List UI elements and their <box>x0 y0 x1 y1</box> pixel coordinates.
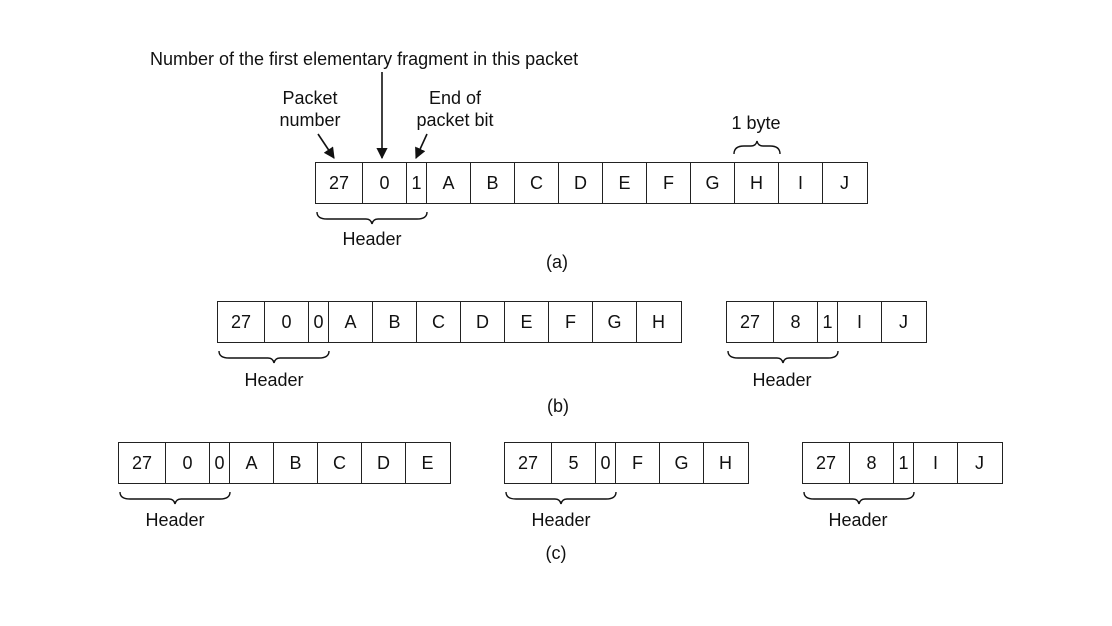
header-braces <box>119 211 915 505</box>
fragment-cell: F <box>646 163 690 203</box>
fragment-cell: A <box>426 163 470 203</box>
fragment-cell: H <box>636 302 680 342</box>
fragment-cell: J <box>822 163 866 203</box>
end-bit-cell: 0 <box>209 443 229 483</box>
header-brace-c2 <box>505 491 617 505</box>
fragment-cell: I <box>778 163 822 203</box>
fragment-cell: E <box>405 443 449 483</box>
header-label-c3: Header <box>828 510 888 530</box>
fragment-cell: H <box>703 443 747 483</box>
packet-number-cell: 27 <box>230 311 252 332</box>
packet-number-label-line2: number <box>279 110 341 130</box>
fragment-cell: B <box>372 302 416 342</box>
part-label-b: (b) <box>547 396 569 416</box>
fragment-cell: E <box>602 163 646 203</box>
part-label-c: (c) <box>545 543 567 563</box>
header-label-b2: Header <box>752 370 812 390</box>
packet-number-cell: 27 <box>815 452 837 473</box>
end-bit-cell: 1 <box>893 443 913 483</box>
one-byte-brace <box>733 140 781 155</box>
end-bit-cell: 0 <box>595 443 615 483</box>
fragment-cell: F <box>548 302 592 342</box>
fragment-cell: H <box>734 163 778 203</box>
fragment-cell: F <box>615 443 659 483</box>
end-bit-label: End of packet bit <box>416 87 493 131</box>
fragment-cell: I <box>913 443 957 483</box>
packet-number-cell: 27 <box>131 452 153 473</box>
fragment-cell: G <box>659 443 703 483</box>
packet-number-label-line1: Packet <box>282 88 338 108</box>
fragment-cell: B <box>470 163 514 203</box>
fragment-cell: B <box>273 443 317 483</box>
fragment-cell: C <box>416 302 460 342</box>
packet-number-label: Packet number <box>279 87 340 131</box>
fragment-number-cell: 8 <box>773 302 817 342</box>
fragment-number-cell: 8 <box>849 443 893 483</box>
fragment-cell: C <box>317 443 361 483</box>
header-label-a: Header <box>342 229 402 249</box>
fragment-cell: J <box>881 302 925 342</box>
header-brace-c1 <box>119 491 231 505</box>
packet-number-arrow <box>317 133 335 159</box>
header-label-c1: Header <box>145 510 205 530</box>
end-bit-cell: 1 <box>406 163 426 203</box>
part-label-a: (a) <box>546 252 568 272</box>
fragment-number-cell: 0 <box>165 443 209 483</box>
fragment-cell: D <box>558 163 602 203</box>
fragment-cell: D <box>361 443 405 483</box>
header-brace-a <box>316 211 428 225</box>
header-label-c2: Header <box>531 510 591 530</box>
one-byte-label: 1 byte <box>731 113 781 133</box>
end-bit-label-line1: End of <box>428 88 482 108</box>
first-fragment-label: Number of the first elementary fragment … <box>150 49 579 69</box>
fragment-cell: E <box>504 302 548 342</box>
end-bit-cell: 0 <box>308 302 328 342</box>
header-brace-b1 <box>218 350 330 364</box>
header-brace-c3 <box>803 491 915 505</box>
header-label-b1: Header <box>244 370 304 390</box>
end-bit-cell: 1 <box>817 302 837 342</box>
packet-number-cell: 27 <box>517 452 539 473</box>
fragment-cell: G <box>592 302 636 342</box>
fragment-cell: A <box>229 443 273 483</box>
fragment-cell: G <box>690 163 734 203</box>
fragment-number-cell: 5 <box>551 443 595 483</box>
header-brace-b2 <box>727 350 839 364</box>
packet-number-cell: 27 <box>739 311 761 332</box>
fragment-cell: A <box>328 302 372 342</box>
fragment-cell: D <box>460 302 504 342</box>
end-bit-label-line2: packet bit <box>416 110 494 130</box>
fragment-number-cell: 0 <box>264 302 308 342</box>
fragment-cell: I <box>837 302 881 342</box>
fragment-cell: J <box>957 443 1001 483</box>
fragment-number-cell: 0 <box>362 163 406 203</box>
fragment-cell: C <box>514 163 558 203</box>
end-bit-arrow <box>415 133 428 160</box>
packet-number-cell: 27 <box>328 172 350 193</box>
